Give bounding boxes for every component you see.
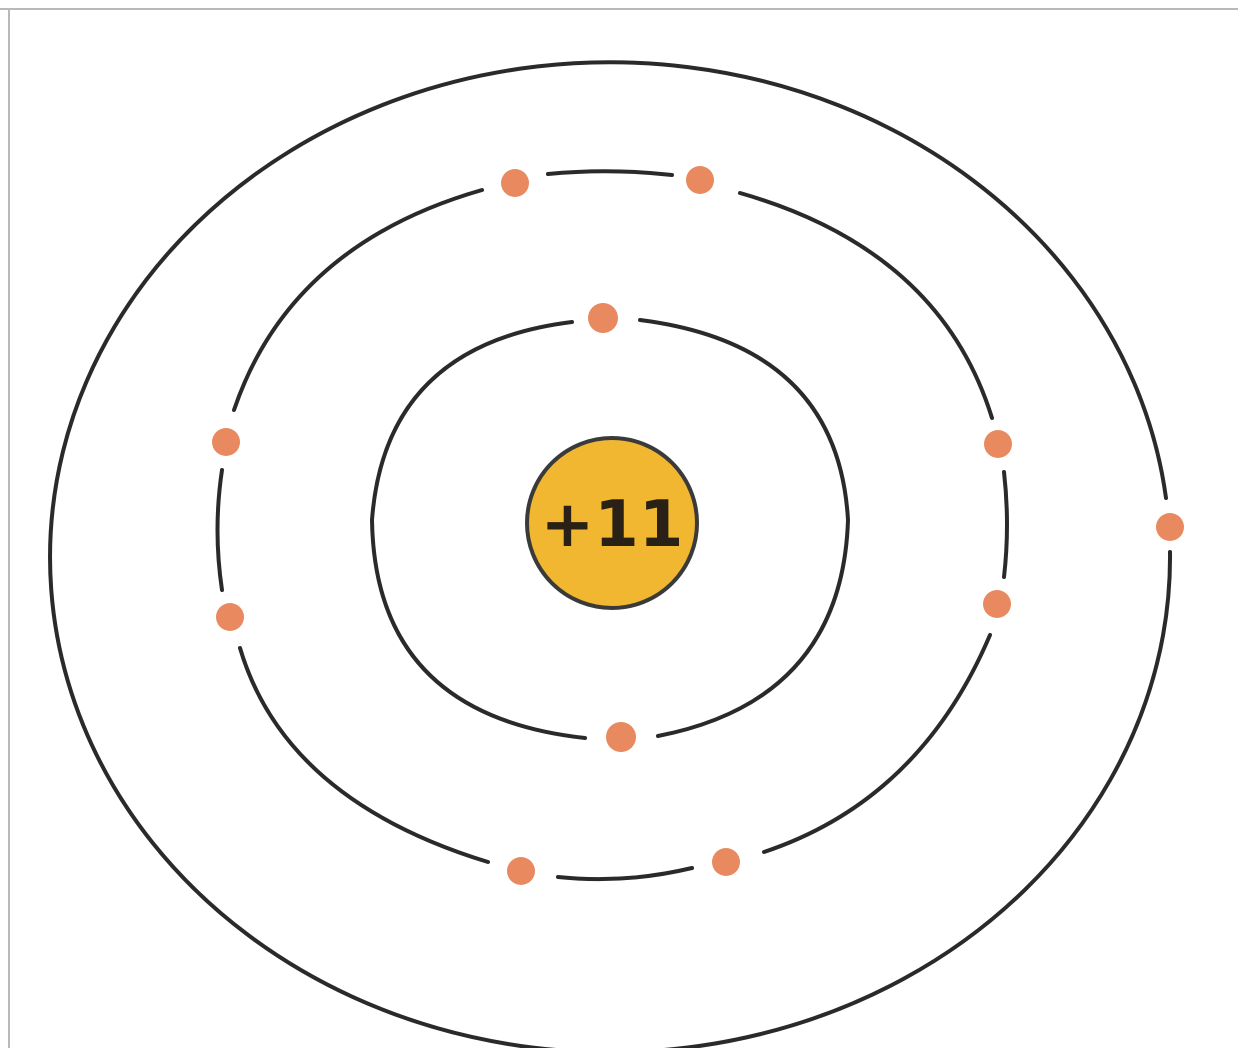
shell-2-electron bbox=[686, 166, 714, 194]
shell-2-arc-left bbox=[218, 470, 223, 590]
shell-1-electron bbox=[588, 303, 618, 333]
shell-2-electron bbox=[984, 430, 1012, 458]
nucleus: +11 bbox=[527, 438, 697, 608]
shell-2-electron bbox=[983, 590, 1011, 618]
shell-2-arc-bottom-right bbox=[764, 635, 990, 852]
nucleus-charge-label: +11 bbox=[541, 488, 684, 562]
shell-2-arc-right bbox=[1004, 472, 1007, 577]
shell-2-electron bbox=[216, 603, 244, 631]
shell-2-electron bbox=[507, 857, 535, 885]
shell-2-electron bbox=[501, 169, 529, 197]
shell-3-electron bbox=[1156, 513, 1184, 541]
shell-2-arc-top-right bbox=[740, 193, 992, 418]
shell-2-arc-top bbox=[548, 171, 672, 175]
shell-2-arc-bottom-left bbox=[240, 648, 488, 862]
shell-2-arc-top-left bbox=[234, 190, 482, 410]
shell-1-electron bbox=[606, 722, 636, 752]
shell-2-electron bbox=[212, 428, 240, 456]
shell-2-arc-bottom bbox=[558, 868, 692, 879]
shell-2-electron bbox=[712, 848, 740, 876]
